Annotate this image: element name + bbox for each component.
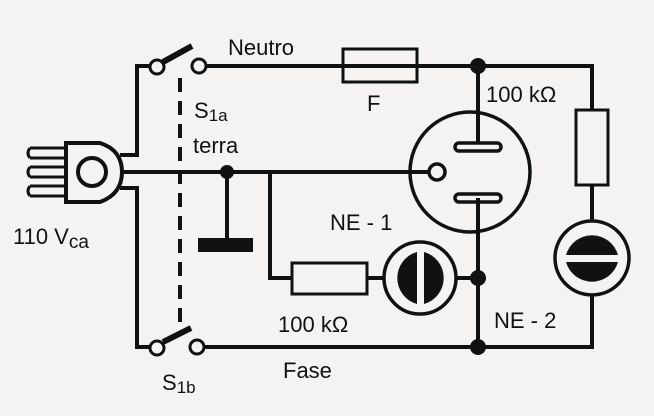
switch-s1b <box>148 325 206 357</box>
ground-bar <box>198 238 253 252</box>
junction-ne1 <box>470 270 486 286</box>
wire-left-bottom <box>120 186 154 349</box>
switch-s1a <box>148 43 208 76</box>
junction-neutral <box>470 58 486 74</box>
junction-phase <box>470 339 486 355</box>
wire-phase <box>205 294 594 349</box>
ac-plug <box>26 141 125 204</box>
label-resistor-r2: 100 kΩ <box>278 312 348 337</box>
label-ground: terra <box>193 133 239 158</box>
label-fuse: F <box>367 91 380 116</box>
label-switch-a: S1a <box>194 98 228 125</box>
resistor-r1 <box>574 108 610 187</box>
label-resistor-r1: 100 kΩ <box>486 82 556 107</box>
resistor-r2 <box>290 261 369 296</box>
wire-branch <box>268 170 294 280</box>
neon-lamp-ne1 <box>382 240 458 316</box>
label-phase: Fase <box>283 358 332 383</box>
wire-left <box>120 64 154 157</box>
outlet-socket <box>408 110 532 234</box>
label-ne2: NE - 2 <box>494 308 556 333</box>
label-switch-b: S1b <box>162 370 196 397</box>
label-ne1: NE - 1 <box>330 210 392 235</box>
label-voltage: 110 Vca <box>13 224 89 253</box>
junction-earth <box>220 165 234 179</box>
label-neutral: Neutro <box>228 35 294 60</box>
neon-lamp-ne2 <box>553 219 631 297</box>
